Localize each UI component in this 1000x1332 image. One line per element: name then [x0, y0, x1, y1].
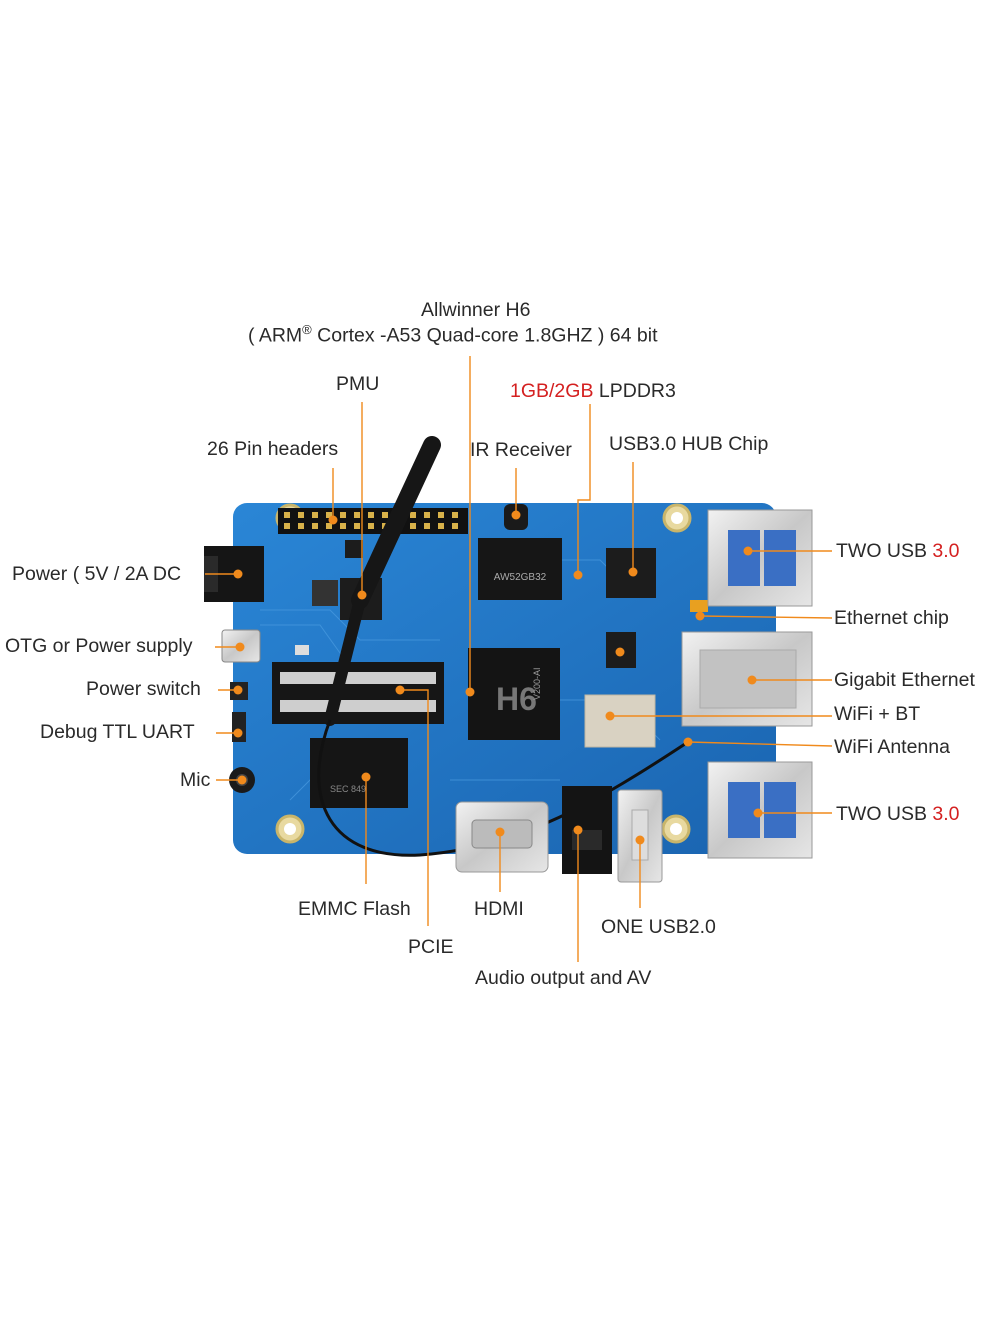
soc-model-marking: V200-AI [532, 667, 542, 700]
emmc-marking: SEC 849 [330, 784, 366, 794]
ir-receiver-label: IR Receiver [470, 439, 572, 461]
header-pin [312, 512, 318, 518]
header-pin [298, 523, 304, 529]
ram-chip: AW52GB32 [478, 538, 562, 600]
header-pin [368, 512, 374, 518]
header-pin [452, 523, 458, 529]
callout-dot [233, 685, 243, 695]
soc-label-line2: ( ARM® Cortex -A53 Quad-core 1.8GHZ ) 64… [248, 322, 658, 347]
header-pin [284, 523, 290, 529]
callout-dot [747, 675, 757, 685]
leader-line [699, 615, 833, 619]
callout-dot [605, 711, 615, 721]
header-pin [410, 512, 416, 518]
otg-label: OTG or Power supply [5, 635, 193, 657]
callout-dot [615, 647, 625, 657]
callout-dot [235, 642, 245, 652]
hdmi-label: HDMI [474, 898, 524, 920]
usb20-label: ONE USB2.0 [601, 916, 716, 938]
leader-line [687, 741, 833, 747]
callout-dot [683, 737, 693, 747]
emmc-chip: SEC 849 [310, 738, 408, 808]
header-pin [354, 512, 360, 518]
callout-dot [465, 687, 475, 697]
header-pin [312, 523, 318, 529]
leader-line [577, 404, 591, 575]
ram-label: 1GB/2GB LPDDR3 [510, 380, 676, 402]
ethernet-chip-label: Ethernet chip [834, 607, 949, 629]
callout-dot [628, 567, 638, 577]
mic-label: Mic [180, 769, 211, 791]
gigabit-label: Gigabit Ethernet [834, 669, 975, 691]
soc-chip: H6 V200-AI [468, 648, 560, 740]
header-pin [284, 512, 290, 518]
callout-dot [573, 825, 583, 835]
callout-dot [695, 611, 705, 621]
header-pin [326, 523, 332, 529]
callout-dots [233, 510, 763, 845]
pin-headers-label: 26 Pin headers [207, 438, 339, 460]
leader-line [400, 689, 429, 926]
usb30-port-top [707, 509, 813, 607]
hdmi-port [455, 801, 549, 873]
usb30-top-label: TWO USB 3.0 [836, 540, 960, 562]
header-pin [452, 512, 458, 518]
usb30-bottom-label: TWO USB 3.0 [836, 803, 960, 825]
wifi-antenna-label: WiFi Antenna [834, 736, 950, 758]
callout-dot [233, 569, 243, 579]
callout-dot [573, 570, 583, 580]
header-pin [424, 523, 430, 529]
header-pin [354, 523, 360, 529]
header-pin [438, 512, 444, 518]
audio-jack [562, 786, 612, 874]
header-pin [326, 512, 332, 518]
callout-dot [395, 685, 405, 695]
callout-dot [237, 775, 247, 785]
header-pin [382, 512, 388, 518]
soc-label-line1: Allwinner H6 [421, 299, 531, 321]
callout-dot [511, 510, 521, 520]
wifi-bt-label: WiFi + BT [834, 703, 921, 725]
soc-logo-marking: H6 [496, 681, 537, 717]
callout-dot [361, 772, 371, 782]
power-dc-label: Power ( 5V / 2A DC [12, 563, 182, 585]
wifi-module [584, 694, 692, 748]
power-switch-label: Power switch [86, 678, 201, 700]
pcie-label: PCIE [408, 936, 454, 958]
emmc-label: EMMC Flash [298, 898, 411, 920]
header-pin [340, 512, 346, 518]
header-pin [340, 523, 346, 529]
pin-header [278, 508, 468, 534]
callout-dot [357, 590, 367, 600]
header-pin [368, 523, 374, 529]
pcie-slot [272, 662, 444, 724]
callout-dot [635, 835, 645, 845]
callout-dot [495, 827, 505, 837]
audio-label: Audio output and AV [475, 967, 652, 989]
pmu-label: PMU [336, 373, 380, 395]
callout-dot [753, 808, 763, 818]
callout-dot [743, 546, 753, 556]
ethernet-port [681, 631, 813, 727]
header-pin [298, 512, 304, 518]
usb-hub-label: USB3.0 HUB Chip [609, 433, 769, 455]
header-pin [438, 523, 444, 529]
header-pin [424, 512, 430, 518]
ram-marking: AW52GB32 [494, 572, 547, 583]
header-pin [410, 523, 416, 529]
debug-uart-label: Debug TTL UART [40, 721, 195, 743]
callout-dot [233, 728, 243, 738]
callout-dot [328, 515, 338, 525]
